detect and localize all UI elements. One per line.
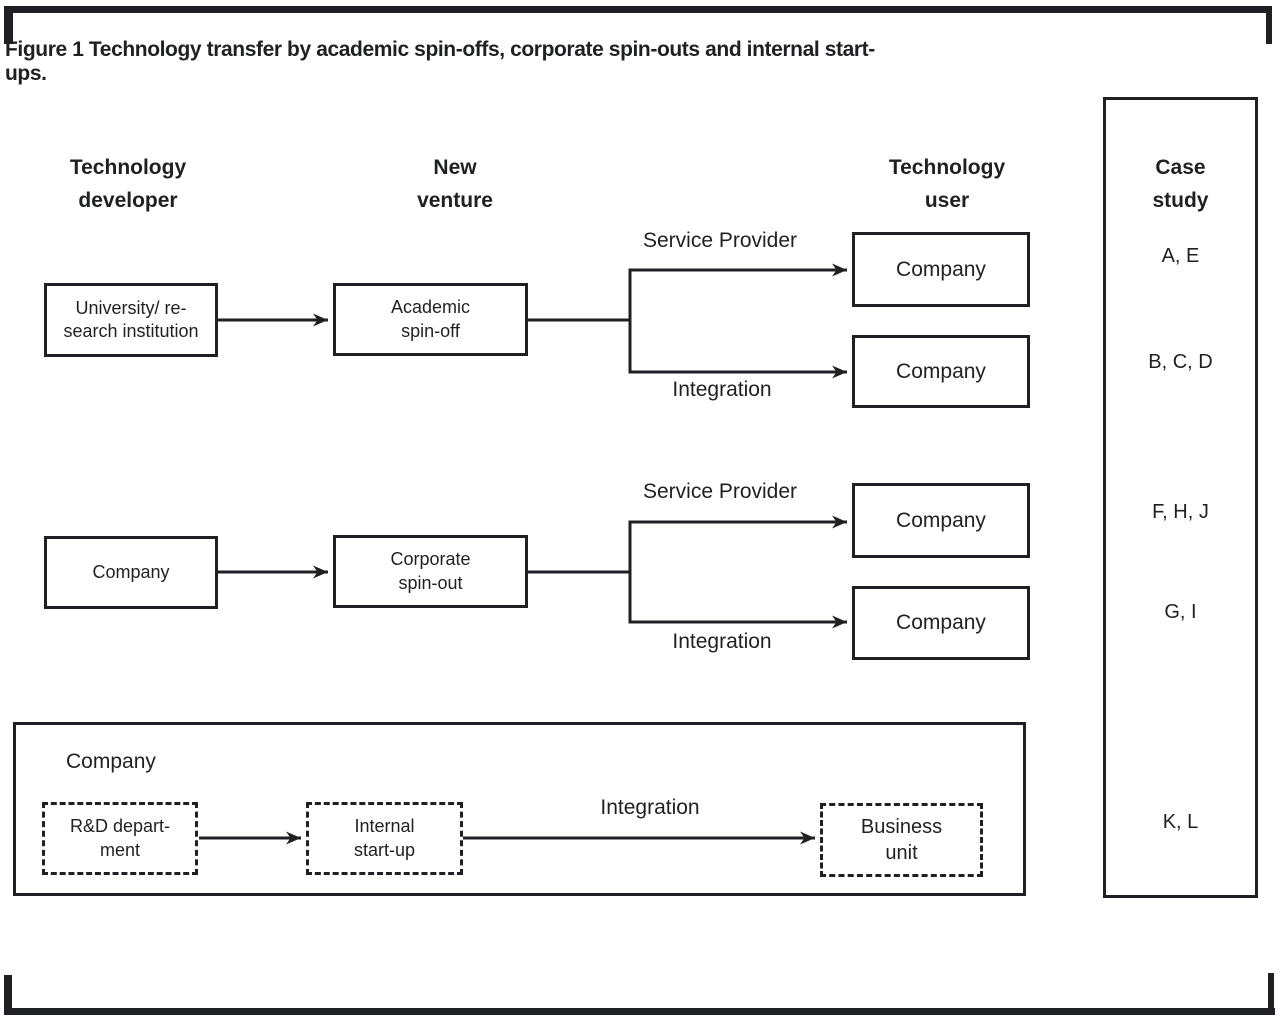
node-company-user-integration-1: Company — [852, 335, 1030, 408]
case-study-item: A, E — [1161, 245, 1200, 267]
edge-label-integration-2: Integration — [672, 630, 772, 653]
node-internal-startup: Internal start-up — [306, 802, 463, 875]
company-boundary-box — [13, 722, 1026, 896]
case-study-item: K, L — [1162, 811, 1199, 833]
column-header-technology-user: Technology user — [888, 156, 1006, 212]
node-company-user-service-1: Company — [852, 232, 1030, 307]
node-academic-spinoff: Academic spin-off — [333, 283, 528, 356]
connector-spinoff-branch-trunk — [528, 268, 632, 374]
edge-label-integration-3: Integration — [600, 796, 700, 819]
node-university-research-institution: University/ re- search institution — [44, 283, 218, 357]
case-study-item: B, C, D — [1148, 351, 1213, 373]
case-study-item: F, H, J — [1152, 501, 1209, 523]
case-study-panel — [1103, 97, 1258, 898]
node-company-developer: Company — [44, 536, 218, 609]
frame-top-right-tick — [1266, 6, 1272, 44]
frame-top-rule — [4, 6, 1272, 13]
edge-label-service-provider-1: Service Provider — [642, 229, 798, 252]
figure-title: Figure 1 Technology transfer by academic… — [5, 38, 875, 85]
edge-label-service-provider-2: Service Provider — [642, 480, 798, 503]
node-business-unit: Business unit — [820, 803, 983, 877]
case-study-item: G, I — [1164, 601, 1197, 623]
node-company-user-service-2: Company — [852, 483, 1030, 558]
node-company-user-integration-2: Company — [852, 586, 1030, 660]
column-header-technology-developer: Technology developer — [69, 156, 187, 212]
connector-spinout-branch-trunk — [528, 520, 632, 624]
column-header-new-venture: New venture — [417, 156, 493, 212]
frame-bottom-right-tick — [1268, 973, 1274, 1011]
company-boundary-label: Company — [66, 750, 156, 773]
frame-bottom-left-tick — [4, 975, 12, 1011]
frame-top-left-tick — [4, 6, 13, 44]
node-corporate-spinout: Corporate spin-out — [333, 535, 528, 608]
edge-label-integration-1: Integration — [672, 378, 772, 401]
frame-bottom-rule — [4, 1008, 1275, 1015]
node-rd-department: R&D depart- ment — [42, 802, 198, 875]
case-study-header: Case study — [1152, 156, 1209, 212]
